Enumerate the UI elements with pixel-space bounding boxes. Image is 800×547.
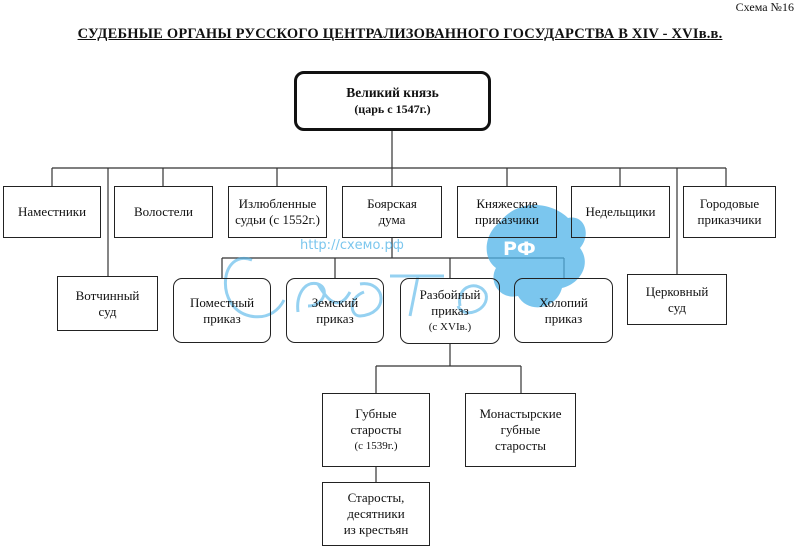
node-grand-prince-title: Великий князь — [346, 85, 439, 100]
node-gubnye-starosty: Губные старосты (с 1539г.) — [322, 393, 430, 467]
watermark — [224, 205, 586, 319]
node-monastyrskie-gubnye-starosty: Монастырские губные старосты — [465, 393, 576, 467]
node-razboyny-prikaz: Разбойный приказ (с XVIв.) — [400, 278, 500, 344]
watermark-splash — [486, 205, 586, 308]
diagram-title: СУДЕБНЫЕ ОРГАНЫ РУССКОГО ЦЕНТРАЛИЗОВАННО… — [77, 26, 723, 42]
node-votchinny-sud: Вотчинный суд — [57, 276, 158, 331]
node-grand-prince: Великий князь (царь с 1547г.) — [294, 71, 491, 131]
node-pomestny-prikaz: Поместный приказ — [173, 278, 271, 343]
node-izlyublennye-sudi: Излюбленные судьи (с 1552г.) — [228, 186, 327, 238]
node-kholopy-prikaz: Холопий приказ — [514, 278, 613, 343]
node-gorodovye-prikazchiki: Городовые приказчики — [683, 186, 776, 238]
node-grand-prince-subtitle: (царь с 1547г.) — [354, 102, 431, 116]
node-namestniki: Наместники — [3, 186, 101, 238]
node-knyazheskie-prikazchiki: Княжеские приказчики — [457, 186, 557, 238]
watermark-rf: РФ — [503, 238, 536, 260]
node-tserkovny-sud: Церковный суд — [627, 274, 727, 325]
node-starosty-desyatniki: Старосты, десятники из крестьян — [322, 482, 430, 546]
node-volosteli: Волостели — [114, 186, 213, 238]
node-nedelshchiki: Недельщики — [571, 186, 670, 238]
node-boyarskaya-duma: Боярская дума — [342, 186, 442, 238]
node-zemsky-prikaz: Земский приказ — [286, 278, 384, 343]
watermark-url: http://схемо.рф — [300, 238, 404, 253]
scheme-number: Схема №16 — [735, 0, 794, 14]
